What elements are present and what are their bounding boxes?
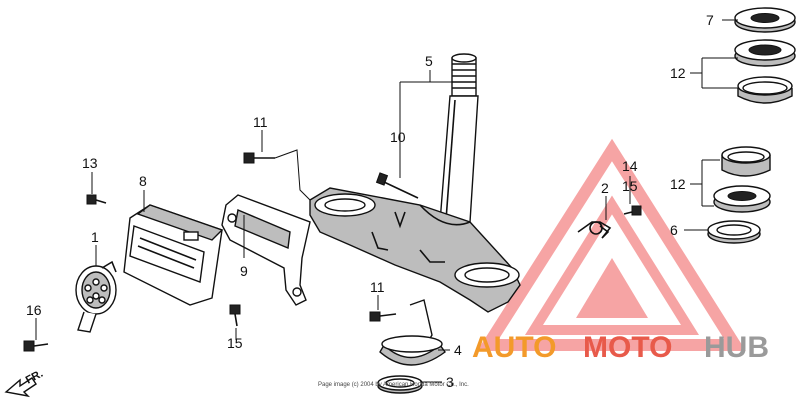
fr-label: FR. [24,368,45,387]
label-7: 7 [706,12,714,28]
label-16: 16 [26,302,42,318]
label-1: 1 [91,229,99,245]
part-1-horn [75,260,117,333]
part-2-spring-clip [577,221,612,239]
part-5-steering-stem [439,53,479,223]
watermark-text: AUTO MOTO HUB [472,331,769,364]
label-9: 9 [240,263,248,279]
label-15-upper: 15 [622,178,638,194]
label-11-upper: 11 [253,114,268,130]
part-11-lower-bolt [369,311,397,322]
part-13-bolt [86,194,107,205]
label-14: 14 [622,158,638,174]
part-8-control-box [123,204,224,306]
part-12-lower-bearing [713,146,771,213]
watermark-hub: HUB [704,331,769,364]
part-labels: 7 12 12 6 5 10 11 13 8 1 9 16 15 11 4 3 … [26,12,714,390]
copyright-text: Page image (c) 2004 by American Honda Mo… [318,382,469,388]
label-11-lower: 11 [370,279,385,295]
label-15-lower: 15 [227,335,243,351]
bottom-bridge [309,187,521,313]
watermark-auto: AUTO [472,331,556,364]
label-6: 6 [670,222,678,238]
label-8: 8 [139,173,147,189]
label-4: 4 [454,342,462,358]
part-10-bolt [375,172,419,199]
part-7-locknut [734,7,796,33]
label-10: 10 [390,129,406,145]
label-5: 5 [425,53,433,69]
leader-lines [35,19,738,383]
label-3: 3 [446,374,454,390]
part-12-upper-bearing [734,39,796,104]
label-12-upper: 12 [670,65,686,81]
part-9-bracket [221,194,311,306]
label-2: 2 [601,180,609,196]
label-12-lower: 12 [670,176,686,192]
part-4-clamp [379,299,446,366]
part-16-bolt [23,340,49,352]
part-3-ring [377,375,423,394]
part-11-upper-bolt [243,149,311,201]
part-15-lower-bolt [229,304,241,327]
watermark-triangle [477,138,746,351]
part-6-dust-seal [707,220,761,244]
part-14-bolt [623,205,642,216]
front-direction-marker: FR. [4,368,45,398]
watermark-moto: MOTO [583,331,672,364]
label-13: 13 [82,155,98,171]
